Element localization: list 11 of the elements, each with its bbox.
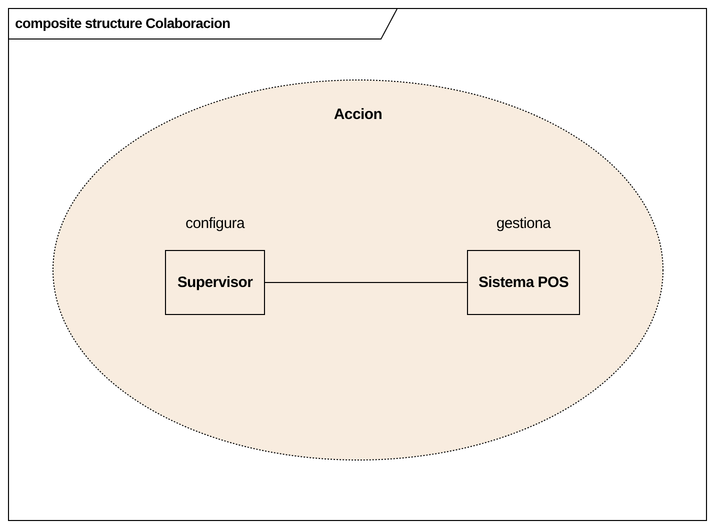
part-box xyxy=(165,250,265,315)
role-label: configura xyxy=(186,215,244,232)
part-name: Supervisor xyxy=(177,274,253,291)
part-box xyxy=(467,250,580,315)
collaboration-ellipse xyxy=(53,80,663,460)
frame-title: composite structure Colaboracion xyxy=(15,15,230,31)
part-name: Sistema POS xyxy=(478,274,569,291)
connector-line xyxy=(264,282,468,283)
role-label: gestiona xyxy=(496,215,551,232)
diagram-frame xyxy=(8,8,707,521)
collaboration-name: Accion xyxy=(332,106,384,123)
